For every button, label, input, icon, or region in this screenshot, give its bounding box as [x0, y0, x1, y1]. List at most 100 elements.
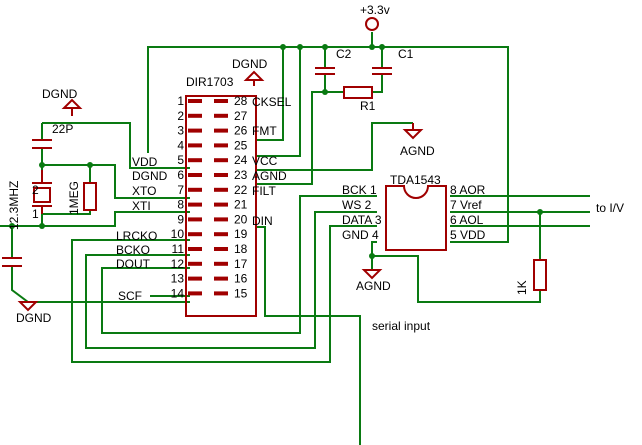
dir-pin-right-28	[214, 99, 228, 103]
dir-pin-right-23	[214, 173, 228, 177]
capacitor-c2: C2	[315, 47, 352, 75]
svg-text:1K: 1K	[515, 280, 529, 295]
tda-right-label: 7 Vref	[450, 198, 482, 212]
svg-text:C2: C2	[336, 47, 352, 61]
tda-left-label: WS 2	[342, 198, 372, 212]
dir-pin-left-8	[188, 202, 202, 207]
dir-pin-left-7	[188, 187, 202, 192]
dir-pin-number-left: 8	[177, 198, 184, 212]
dir-pin-right-19	[214, 232, 228, 237]
svg-text:2: 2	[32, 183, 39, 197]
tda-right-label: 6 AOL	[450, 213, 484, 227]
dir-pin-right-20	[214, 217, 228, 222]
dir-pin-number-left: 9	[177, 212, 184, 226]
label-lrcko: LRCKO	[116, 229, 157, 243]
svg-text:1: 1	[32, 207, 39, 221]
dir-pin-right-27	[214, 113, 228, 118]
dir-pin-number-left: 3	[177, 124, 184, 138]
svg-text:22P: 22P	[52, 122, 73, 136]
label-din: DIN	[252, 214, 273, 228]
dir-pin-left-9	[188, 217, 202, 222]
dir-pin-right-15	[214, 291, 228, 296]
dir1703-name: DIR1703	[186, 75, 234, 89]
dir-pin-number-right: 20	[234, 212, 248, 226]
dir1703-labels: VDD DGND XTO XTI LRCKO BCKO DOUT SCF CKS…	[116, 95, 292, 303]
dir-pin-left-1	[188, 99, 202, 103]
dir-pin-number-left: 12	[171, 257, 185, 271]
dir-pin-number-right: 22	[234, 183, 248, 197]
tda-right-label: 8 AOR	[450, 183, 486, 197]
dir-pin-number-right: 21	[234, 198, 248, 212]
dir-pin-left-6	[188, 173, 202, 177]
label-xto: XTO	[132, 184, 156, 198]
dir-pin-number-right: 28	[234, 94, 248, 108]
tda-left-label: DATA 3	[342, 213, 382, 227]
dir-pin-left-5	[188, 158, 202, 163]
dir-pin-number-left: 6	[177, 168, 184, 182]
svg-text:DGND: DGND	[232, 57, 268, 71]
capacitor-22p: 22P	[32, 122, 73, 149]
dgnd-left-bottom-symbol: DGND	[2, 257, 52, 325]
dir-pin-left-10	[188, 232, 202, 237]
agnd-mid-symbol: AGND	[400, 123, 435, 158]
dir-pin-right-26	[214, 128, 228, 133]
dir-pin-number-right: 19	[234, 227, 248, 241]
junctions	[9, 44, 543, 259]
dir-pin-left-2	[188, 113, 202, 118]
dir-pin-number-right: 25	[234, 138, 248, 152]
dgnd-left-top-symbol: DGND	[42, 87, 83, 116]
svg-text:DGND: DGND	[16, 311, 52, 325]
dir-pin-right-16	[214, 276, 228, 281]
tda-left-label: BCK 1	[342, 183, 377, 197]
supply-label: +3.3v	[360, 3, 390, 17]
dir-pin-number-left: 5	[177, 153, 184, 167]
dir-pin-number-left: 7	[177, 183, 184, 197]
dir-pin-left-4	[188, 143, 202, 148]
dir-pin-number-right: 23	[234, 168, 248, 182]
supply-symbol: +3.3v	[360, 3, 390, 31]
svg-text:1MEG: 1MEG	[67, 181, 81, 215]
label-filt: FILT	[252, 184, 276, 198]
dir-pin-right-17	[214, 261, 228, 266]
svg-text:R1: R1	[360, 99, 376, 113]
dir-pin-number-right: 26	[234, 124, 248, 138]
tda-left-label: GND 4	[342, 228, 379, 242]
dir-pin-left-13	[188, 276, 202, 281]
svg-text:DGND: DGND	[42, 87, 78, 101]
dir-pin-number-left: 4	[177, 138, 184, 152]
label-scf: SCF	[118, 289, 142, 303]
dgnd-top-symbol: DGND	[232, 57, 268, 86]
capacitor-c1: C1	[372, 47, 414, 75]
dir-pin-left-14	[188, 291, 202, 296]
label-agnd: AGND	[252, 169, 287, 183]
dir-pin-number-left: 2	[177, 109, 184, 123]
label-cksel: CKSEL	[252, 95, 292, 109]
resistor-r1: R1	[343, 86, 376, 113]
dir-pin-number-left: 1	[177, 94, 184, 108]
dir-pin-number-left: 11	[172, 242, 185, 256]
dir-pin-right-18	[214, 247, 228, 251]
svg-text:AGND: AGND	[400, 144, 435, 158]
tda-right-label: 5 VDD	[450, 228, 486, 242]
crystal: 12.3MHZ 2 1	[7, 170, 52, 230]
dir-pin-left-3	[188, 128, 202, 133]
dir-pin-number-right: 27	[234, 109, 248, 123]
label-fmt: FMT	[252, 124, 277, 138]
dir-pin-number-left: 10	[171, 227, 185, 241]
svg-text:C1: C1	[398, 47, 414, 61]
dir-pin-right-24	[214, 158, 228, 163]
dir-pin-number-right: 18	[234, 242, 248, 256]
dir-pin-right-21	[214, 202, 228, 207]
tda1543-name: TDA1543	[390, 173, 441, 187]
resistor-1meg: 1MEG	[67, 181, 97, 215]
resistor-1k: 1K	[515, 259, 547, 295]
dir-pin-number-right: 15	[234, 286, 248, 300]
svg-text:12.3MHZ: 12.3MHZ	[7, 181, 21, 230]
agnd-bottom-symbol: AGND	[356, 269, 391, 293]
dir-pin-number-left: 14	[171, 286, 185, 300]
label-dgnd: DGND	[132, 169, 168, 183]
dir-pin-number-right: 24	[234, 153, 248, 167]
